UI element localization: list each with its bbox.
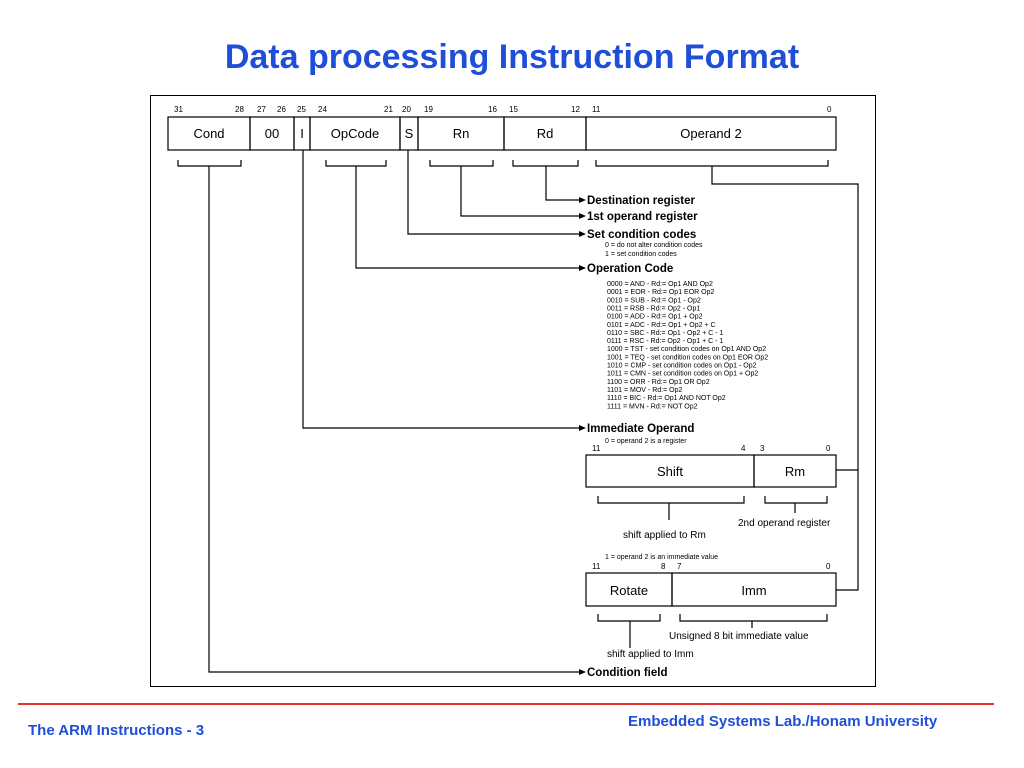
footer-organization: Embedded Systems Lab./Honam University [628, 713, 938, 730]
label-first-operand-register: 1st operand register [587, 211, 698, 223]
slide-title: Data processing Instruction Format [224, 38, 800, 76]
bit-label-27: 27 [257, 105, 266, 114]
bracket-operand2 [595, 160, 829, 167]
line-rn-first-operand [460, 166, 580, 217]
rm-caption: 2nd operand register [738, 518, 831, 529]
reg-bit-11: 11 [592, 444, 601, 453]
bit-label-19: 19 [424, 105, 433, 114]
imm-bit-11: 11 [592, 562, 601, 571]
field-cond: Cond [193, 126, 224, 141]
label-immediate-operand: Immediate Operand [587, 423, 694, 435]
bracket-rotate [597, 614, 661, 622]
label-set-condition-codes: Set condition codes [587, 229, 696, 241]
reg-bit-4: 4 [741, 444, 746, 453]
bit-label-20: 20 [402, 105, 411, 114]
shift-field: Shift [657, 464, 683, 479]
set-cond-1: 1 = set condition codes [605, 251, 677, 258]
immediate-1: 1 = operand 2 is an immediate value [605, 554, 718, 561]
field-rd: Rd [537, 126, 554, 141]
bit-label-16: 16 [488, 105, 497, 114]
bit-label-25: 25 [297, 105, 306, 114]
opcode-entry: 1111 = MVN - Rd:= NOT Op2 [607, 403, 698, 410]
opcode-entry: 0111 = RSC - Rd:= Op2 - Op1 + C - 1 [607, 338, 723, 345]
imm-field: Imm [741, 583, 766, 598]
opcode-entry: 0001 = EOR - Rd:= Op1 EOR Op2 [607, 289, 714, 296]
opcode-entry: 1010 = CMP - set condition codes on Op1 … [607, 363, 757, 370]
line-cond-condition [208, 166, 580, 673]
field-opcode: OpCode [331, 126, 379, 141]
opcode-entry: 0000 = AND - Rd:= Op1 AND Op2 [607, 281, 713, 288]
arrowhead-condition [579, 669, 586, 675]
set-cond-0: 0 = do not alter condition codes [605, 242, 703, 249]
field-operand2-box [585, 116, 837, 151]
bracket-shift [597, 496, 745, 504]
bit-label-12: 12 [571, 105, 580, 114]
field-operand2: Operand 2 [680, 126, 741, 141]
reg-bit-0: 0 [826, 444, 831, 453]
rm-box [753, 454, 837, 488]
bracket-imm [679, 614, 828, 622]
bit-label-24: 24 [318, 105, 327, 114]
bit-label-31: 31 [174, 105, 183, 114]
imm-bit-7: 7 [677, 562, 682, 571]
immediate-0: 0 = operand 2 is a register [605, 438, 687, 445]
shift-caption: shift applied to Rm [623, 530, 706, 541]
rotate-field: Rotate [610, 583, 648, 598]
opcode-entry: 1001 = TEQ - set condition codes on Op1 … [607, 354, 768, 361]
reg-bit-3: 3 [760, 444, 765, 453]
arrowhead-set-cond [579, 231, 586, 237]
arrowhead-operation [579, 265, 586, 271]
line-opcode-operation [355, 166, 580, 269]
footer-rule [18, 703, 994, 705]
arrowhead-immediate [579, 425, 586, 431]
line-operand2-forms [711, 166, 859, 591]
imm-caption: Unsigned 8 bit immediate value [669, 631, 809, 642]
bit-label-0: 0 [827, 105, 832, 114]
label-condition-field: Condition field [587, 667, 667, 679]
bit-label-21: 21 [384, 105, 393, 114]
imm-box [671, 572, 837, 607]
line-rd-destination [545, 166, 580, 201]
rotate-caption: shift applied to Imm [607, 649, 694, 660]
bracket-rm [764, 496, 828, 504]
bracket-opcode [325, 160, 387, 167]
opcode-entry: 0010 = SUB - Rd:= Op1 - Op2 [607, 297, 701, 304]
field-i: I [300, 126, 304, 141]
bracket-rn [429, 160, 494, 167]
line-s-set-cond [407, 150, 580, 235]
figure-frame [150, 95, 876, 687]
bit-label-15: 15 [509, 105, 518, 114]
footer-slide-label: The ARM Instructions - 3 [28, 722, 205, 739]
bit-label-26: 26 [277, 105, 286, 114]
rm-field: Rm [785, 464, 805, 479]
field-rn: Rn [453, 126, 470, 141]
arrowhead-first-operand [579, 213, 586, 219]
opcode-entry: 1000 = TST - set condition codes on Op1 … [607, 346, 766, 353]
opcode-entry: 0101 = ADC - Rd:= Op1 + Op2 + C [607, 322, 716, 329]
arrowhead-destination [579, 197, 586, 203]
opcode-entry: 0011 = RSB - Rd:= Op2 - Op1 [607, 305, 700, 312]
label-operation-code: Operation Code [587, 263, 673, 275]
opcode-entry: 0100 = ADD - Rd:= Op1 + Op2 [607, 314, 703, 321]
opcode-entry: 1100 = ORR - Rd:= Op1 OR Op2 [607, 379, 710, 386]
bit-label-11: 11 [592, 105, 601, 114]
field-00: 00 [265, 126, 279, 141]
line-i-immediate [302, 150, 580, 429]
bit-label-28: 28 [235, 105, 244, 114]
bracket-rd [512, 160, 579, 167]
imm-bit-0: 0 [826, 562, 831, 571]
imm-bit-8: 8 [661, 562, 666, 571]
opcode-entry: 1011 = CMN - set condition codes on Op1 … [607, 371, 758, 378]
opcode-entry: 1101 = MOV - Rd:= Op2 [607, 387, 682, 394]
bracket-cond [177, 160, 242, 167]
label-destination-register: Destination register [587, 195, 696, 207]
opcode-entry: 1110 = BIC - Rd:= Op1 AND NOT Op2 [607, 395, 726, 402]
field-s: S [405, 126, 414, 141]
opcode-entry: 0110 = SBC - Rd:= Op1 - Op2 + C - 1 [607, 330, 724, 337]
